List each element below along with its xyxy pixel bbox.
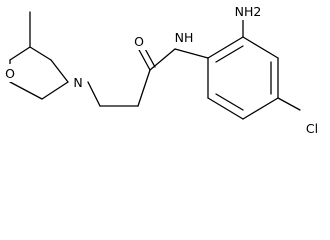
- bond: [9, 46, 31, 61]
- bond: [87, 81, 101, 107]
- chloro-bond: [277, 97, 301, 111]
- benzene-ring: [207, 19, 301, 120]
- amide-nitrogen-label: NH: [175, 30, 194, 45]
- atom-labels: O N O NH NH2 Cl: [2, 2, 326, 136]
- propanamide-chain: [87, 44, 209, 107]
- bond: [41, 81, 69, 100]
- bond: [242, 36, 279, 59]
- bond: [50, 59, 69, 83]
- bond: [207, 36, 244, 59]
- aromatic-inner-bond: [215, 93, 244, 111]
- carbonyl-double-bond: [137, 47, 151, 71]
- chlorine-label: Cl: [306, 121, 318, 136]
- bond: [207, 97, 244, 120]
- morpholine-ring: [9, 11, 69, 100]
- bond: [174, 48, 209, 59]
- chemical-structure: O N O NH NH2 Cl: [2, 2, 326, 136]
- bond: [242, 97, 279, 120]
- ring-oxygen-label: O: [5, 66, 15, 81]
- bond: [137, 69, 151, 107]
- bond: [9, 81, 43, 100]
- bond: [149, 48, 176, 71]
- amino-group-label: NH2: [235, 4, 262, 19]
- carbonyl-oxygen-label: O: [134, 34, 144, 49]
- ring-nitrogen-label: N: [73, 75, 82, 90]
- bond: [29, 46, 52, 61]
- aromatic-inner-bond: [215, 45, 244, 63]
